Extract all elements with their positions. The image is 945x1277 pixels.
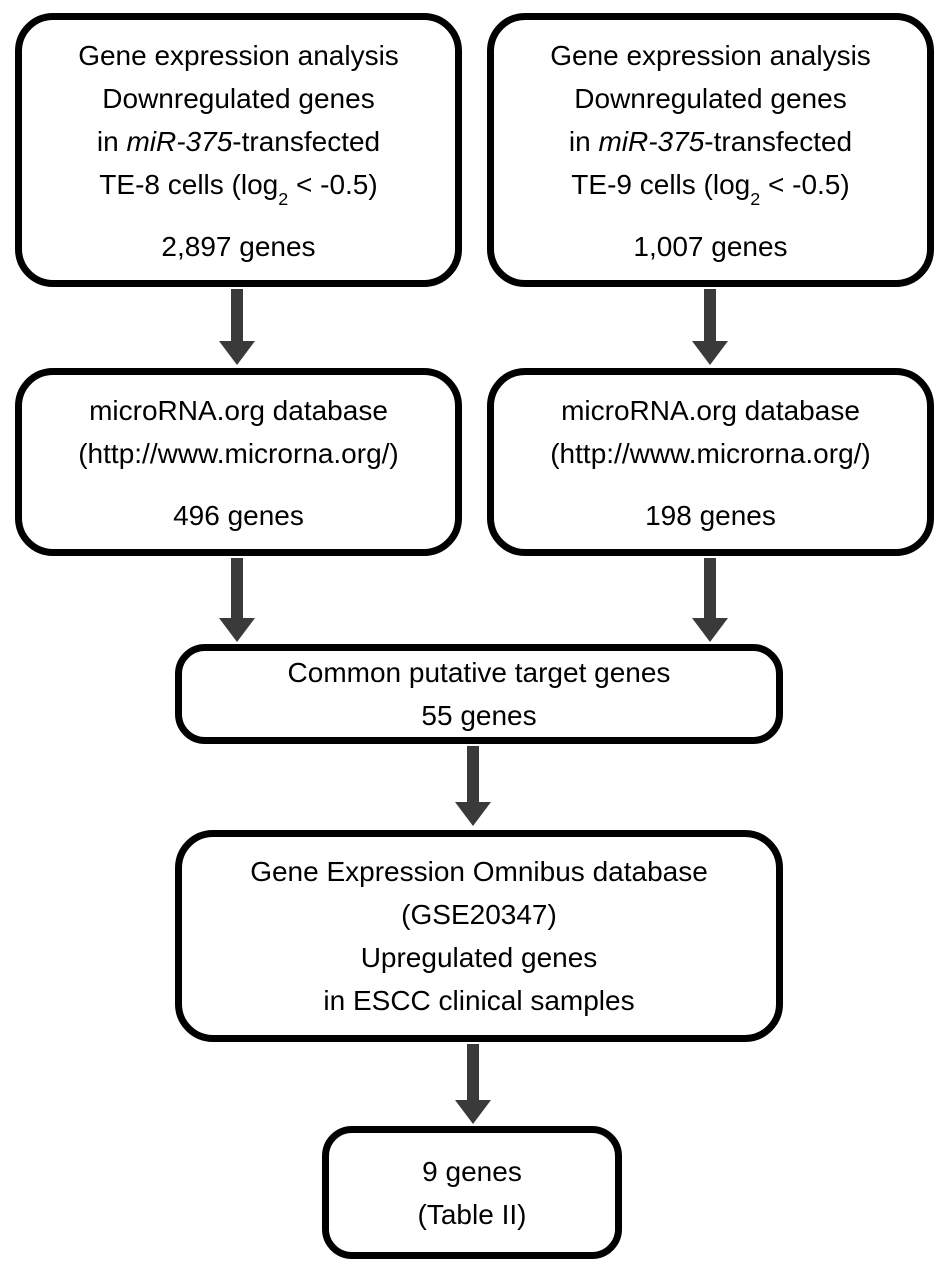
box-text-line: in miR-375-transfected	[97, 120, 380, 163]
flow-box-geo-database: Gene Expression Omnibus database (GSE203…	[175, 830, 783, 1042]
box-text-line: in miR-375-transfected	[569, 120, 852, 163]
arrow-down-icon	[455, 746, 491, 826]
arrow-down-icon	[692, 558, 728, 642]
box-text-line: microRNA.org database	[561, 395, 860, 426]
flow-box-final-genes: 9 genes (Table II)	[322, 1126, 622, 1259]
box-text-line: Gene Expression Omnibus database	[250, 856, 708, 887]
arrow-down-icon	[219, 558, 255, 642]
text-segment: < -0.5)	[760, 169, 850, 200]
box-text-line: Upregulated genes	[360, 942, 598, 973]
gene-count: 9 genes	[422, 1155, 522, 1187]
arrow-down-icon	[219, 289, 255, 365]
gene-count: 496 genes	[173, 500, 304, 531]
gene-count: 55 genes	[421, 700, 537, 731]
text-segment: -transfected	[704, 126, 853, 157]
text-segment: in	[96, 126, 127, 157]
gene-name-italic: miR-375	[598, 126, 705, 157]
arrow-down-icon	[455, 1044, 491, 1124]
box-text-line: microRNA.org database	[89, 395, 388, 426]
box-text-line: (http://www.microrna.org/)	[78, 438, 399, 469]
box-text-line: TE-9 cells (log2 < -0.5)	[571, 163, 850, 209]
gene-count: 2,897 genes	[161, 231, 316, 262]
log2-subscript: 2	[278, 188, 289, 209]
box-text-line: Common putative target genes	[287, 657, 671, 688]
box-text-line: (http://www.microrna.org/)	[550, 438, 871, 469]
flow-box-te8-analysis: Gene expression analysis Downregulated g…	[15, 13, 462, 287]
text-segment: TE-9 cells (log	[571, 169, 751, 200]
gene-count: 198 genes	[645, 500, 776, 531]
flow-box-common-targets: Common putative target genes 55 genes	[175, 644, 783, 744]
log2-subscript: 2	[750, 188, 761, 209]
flow-box-microrna-te9: microRNA.org database (http://www.micror…	[487, 368, 934, 556]
text-segment: in	[568, 126, 599, 157]
box-text-line: (Table II)	[417, 1198, 527, 1230]
box-text-line: (GSE20347)	[401, 899, 557, 930]
box-text-line: Gene expression analysis	[78, 40, 399, 71]
flow-box-te9-analysis: Gene expression analysis Downregulated g…	[487, 13, 934, 287]
gene-count: 1,007 genes	[633, 231, 788, 262]
box-text-line: Downregulated genes	[574, 83, 847, 114]
flow-box-microrna-te8: microRNA.org database (http://www.micror…	[15, 368, 462, 556]
text-segment: TE-8 cells (log	[99, 169, 279, 200]
box-text-line: in ESCC clinical samples	[323, 985, 635, 1016]
gene-name-italic: miR-375	[126, 126, 233, 157]
box-text-line: Downregulated genes	[102, 83, 375, 114]
text-segment: -transfected	[232, 126, 381, 157]
arrow-down-icon	[692, 289, 728, 365]
box-text-line: TE-8 cells (log2 < -0.5)	[99, 163, 378, 209]
box-text-line: Gene expression analysis	[550, 40, 871, 71]
text-segment: < -0.5)	[288, 169, 378, 200]
